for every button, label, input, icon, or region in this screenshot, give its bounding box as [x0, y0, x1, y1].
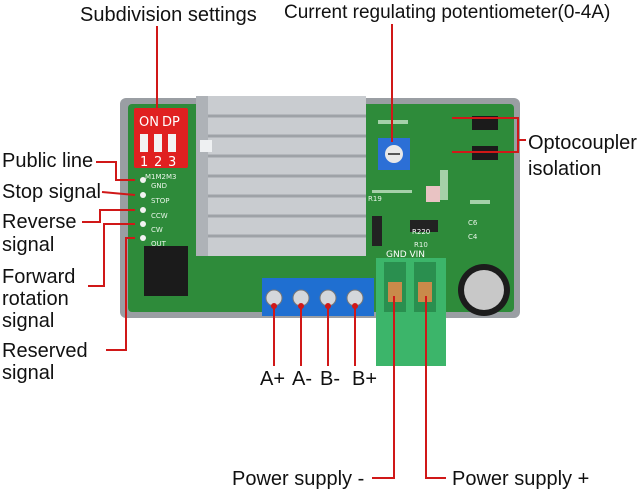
- dip-num-2: 2: [154, 155, 163, 170]
- label-potentiometer: Current regulating potentiometer(0-4A): [284, 2, 611, 23]
- leader-lines: [82, 24, 526, 479]
- dip-num-3: 3: [168, 155, 177, 170]
- dip-dp-text: DP: [162, 115, 180, 130]
- label-b-plus: B+: [352, 368, 378, 390]
- r19-text: R19: [368, 195, 382, 203]
- label-power-minus: Power supply -: [232, 468, 365, 490]
- label-reserved-2: signal: [2, 362, 55, 384]
- led-component: [426, 186, 440, 202]
- heatsink: [196, 96, 366, 256]
- label-stop-signal: Stop signal: [2, 181, 101, 203]
- gnd-vin-text: GND VIN: [386, 250, 426, 260]
- label-a-minus: A-: [292, 368, 312, 390]
- capacitor: [458, 264, 510, 316]
- dip-num-1: 1: [140, 155, 149, 170]
- silk-m-text: M1M2M3: [145, 173, 177, 181]
- c4-text: C4: [468, 233, 478, 241]
- pin-out: OUT: [151, 240, 166, 248]
- power-terminal-block: [376, 258, 446, 366]
- dip-switch[interactable]: [134, 108, 188, 168]
- label-reserved-1: Reserved: [2, 340, 88, 362]
- label-reverse-1: Reverse: [2, 211, 77, 233]
- label-optocoupler-2: isolation: [528, 158, 602, 180]
- pin-cw: CW: [151, 226, 163, 234]
- pin-stop: STOP: [151, 197, 170, 205]
- c6-text: C6: [468, 219, 478, 227]
- pin-ccw: CCW: [151, 212, 168, 220]
- r10-text: R10: [414, 241, 428, 249]
- label-subdivision-settings: Subdivision settings: [80, 4, 257, 26]
- label-power-plus: Power supply +: [452, 468, 590, 490]
- label-optocoupler-1: Optocoupler: [528, 132, 637, 154]
- pin-gnd: GND: [151, 182, 168, 190]
- leader-endpoints: [271, 303, 358, 309]
- resistor-vertical: [372, 216, 382, 246]
- resistor-r220: [410, 220, 438, 232]
- label-b-minus: B-: [320, 368, 340, 390]
- label-reverse-2: signal: [2, 234, 55, 256]
- dip-on-text: ON: [139, 115, 159, 130]
- driver-ic: [144, 246, 188, 296]
- label-forward-2: rotation: [2, 288, 69, 310]
- potentiometer[interactable]: [378, 138, 410, 170]
- r220-text: R220: [412, 228, 431, 236]
- signal-pins: [140, 177, 146, 241]
- label-forward-1: Forward: [2, 266, 76, 288]
- label-public-line: Public line: [2, 150, 94, 172]
- label-a-plus: A+: [260, 368, 286, 390]
- motor-terminal-block: [262, 278, 374, 316]
- label-forward-3: signal: [2, 310, 55, 332]
